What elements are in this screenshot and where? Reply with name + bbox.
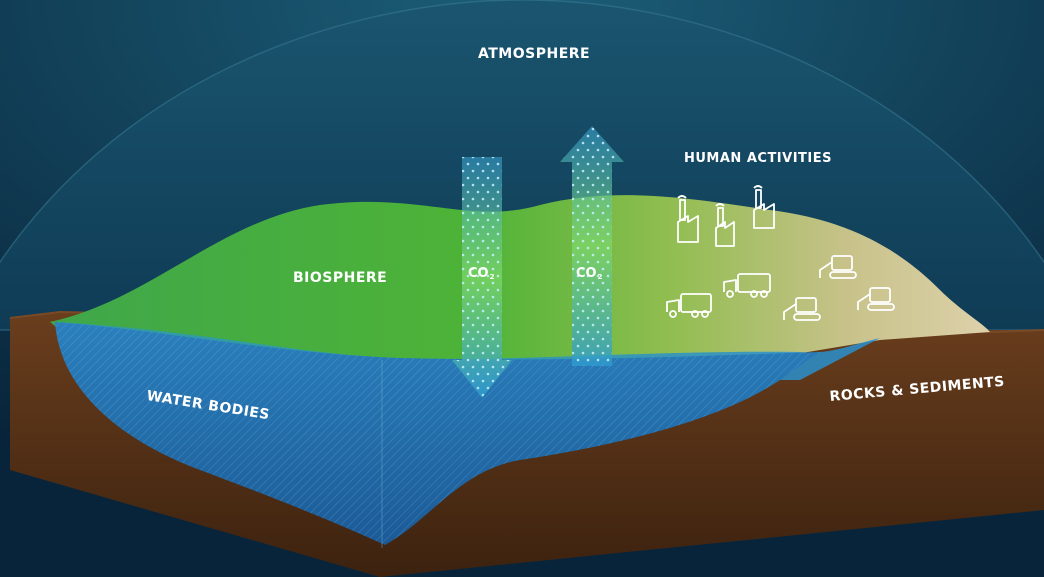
factory-icon [753,185,775,229]
co2-up-arrow [560,126,624,366]
co2-down-arrow [452,157,512,398]
factory-icon [715,203,735,247]
water-hatch [55,322,820,545]
truck-icon [666,293,712,318]
truck-icon [723,273,771,298]
atmosphere-label: ATMOSPHERE [478,46,591,62]
excavator-icon [783,297,821,321]
biosphere-land [50,195,990,360]
co2-label-left: CO2 [468,266,495,281]
human-activities-label: HUMAN ACTIVITIES [684,151,832,166]
factory-icon [677,195,699,243]
biosphere-label: BIOSPHERE [293,270,388,286]
excavator-icon [857,287,895,311]
excavator-icon [819,255,857,279]
co2-label-right: CO2 [576,266,603,281]
